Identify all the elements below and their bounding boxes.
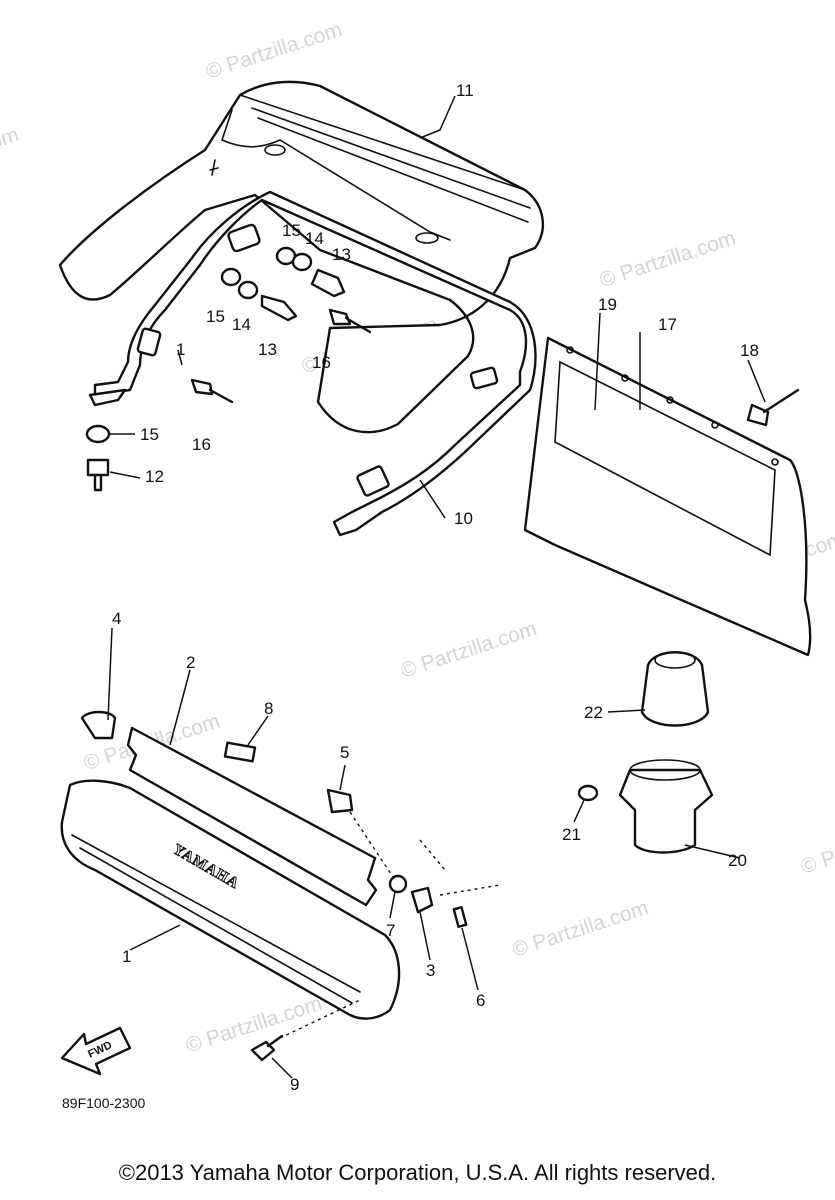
part-11-rail xyxy=(58,80,544,434)
watermark: © Partzilla.com xyxy=(798,813,835,879)
part-3-clip xyxy=(410,886,434,914)
fastener-group xyxy=(85,246,372,492)
bolt-13 xyxy=(260,294,298,322)
callout-14: 14 xyxy=(232,315,251,334)
watermark: © Partzilla.com xyxy=(597,227,739,293)
callout-16: 16 xyxy=(192,435,211,454)
callout-1: 1 xyxy=(122,947,131,966)
hidden-line xyxy=(279,999,361,1039)
callout-21: 21 xyxy=(562,825,581,844)
callout-19: 19 xyxy=(598,295,617,314)
callout-12: 12 xyxy=(145,467,164,486)
bolt-12 xyxy=(86,458,110,492)
callout-18: 18 xyxy=(740,341,759,360)
screw-16 xyxy=(328,308,372,334)
washer-14 xyxy=(237,280,259,300)
part-17-mud-flap xyxy=(523,336,812,657)
callout-2: 2 xyxy=(186,653,195,672)
bolt-13 xyxy=(310,268,346,298)
callout-8: 8 xyxy=(264,699,273,718)
part-2-strip xyxy=(126,726,378,907)
callout-13: 13 xyxy=(332,245,351,264)
callout-labels: 11 15 14 13 15 14 13 16 1 15 16 12 19 17… xyxy=(112,81,759,1094)
part-4-bracket xyxy=(80,710,117,740)
part-1-tail-cover: YAMAHA xyxy=(60,779,401,1020)
watermark: © Partzilla.com xyxy=(0,123,22,189)
callout-7: 7 xyxy=(386,921,395,940)
hidden-line xyxy=(439,884,501,896)
callout-9: 9 xyxy=(290,1075,299,1094)
part-18-pin xyxy=(746,388,800,427)
washer-15 xyxy=(85,424,111,444)
watermark: © Partzilla.com xyxy=(510,896,652,962)
part-5-clip xyxy=(326,788,354,814)
part-8-label xyxy=(223,741,257,763)
callout-15: 15 xyxy=(206,307,225,326)
leader-lines xyxy=(107,95,766,1079)
watermark: © Partzilla.com xyxy=(203,18,345,84)
callout-15: 15 xyxy=(140,425,159,444)
callout-13: 13 xyxy=(258,340,277,359)
fwd-arrow-icon: FWD xyxy=(60,1026,132,1076)
part-9-screw xyxy=(250,1034,284,1062)
callout-6: 6 xyxy=(476,991,485,1010)
callout-1: 1 xyxy=(176,340,185,359)
part-6-clip xyxy=(452,906,468,928)
callout-17: 17 xyxy=(658,315,677,334)
part-7-washer xyxy=(388,874,408,894)
part-22-grommet xyxy=(640,651,710,727)
screw-16 xyxy=(190,378,234,404)
callout-5: 5 xyxy=(340,743,349,762)
callout-10: 10 xyxy=(454,509,473,528)
hidden-line xyxy=(419,839,446,871)
diagram-code: 89F100-2300 xyxy=(62,1095,146,1111)
washer-15 xyxy=(220,267,242,287)
part-20-socket xyxy=(618,759,714,854)
callout-15: 15 xyxy=(282,221,301,240)
callout-4: 4 xyxy=(112,609,121,628)
callout-14: 14 xyxy=(305,229,324,248)
part-10-grab-bar xyxy=(88,190,537,537)
part-21-bulb xyxy=(577,784,599,802)
callout-16: 16 xyxy=(312,353,331,372)
callout-20: 20 xyxy=(728,851,747,870)
watermark: © Partzilla.com xyxy=(398,617,540,683)
copyright-notice: ©2013 Yamaha Motor Corporation, U.S.A. A… xyxy=(118,1160,717,1185)
washer-14 xyxy=(291,252,313,272)
callout-11: 11 xyxy=(456,81,474,100)
callout-22: 22 xyxy=(584,703,603,722)
callout-3: 3 xyxy=(426,961,435,980)
